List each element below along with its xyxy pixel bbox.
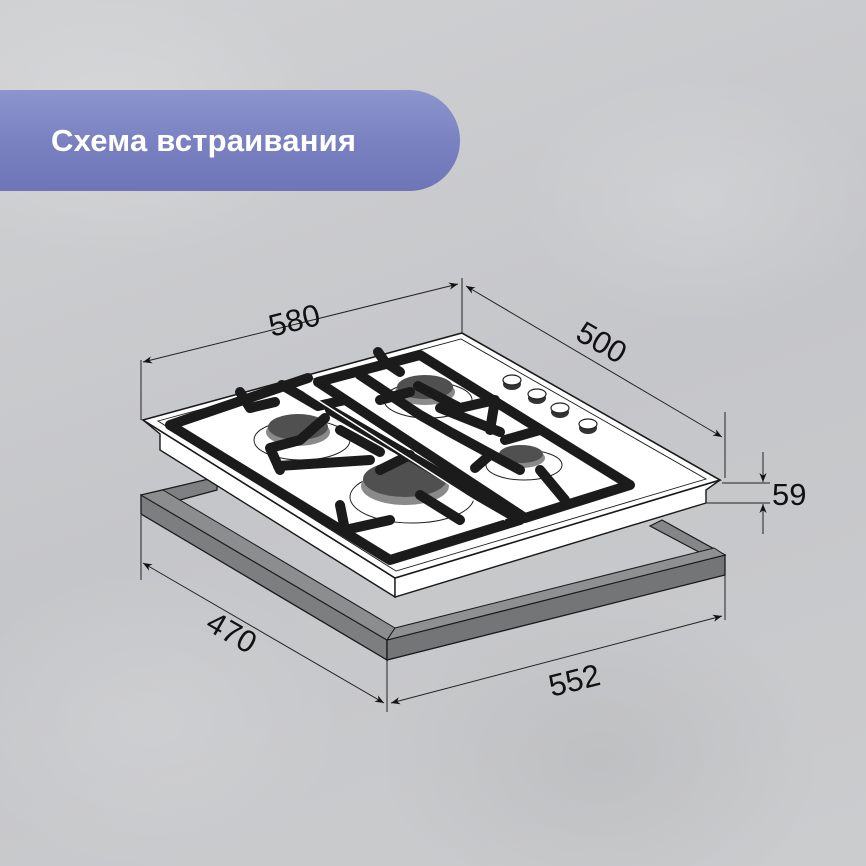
dim-label-hob-height: 59 (772, 477, 806, 512)
page-title: Схема встраивания (51, 122, 357, 158)
dim-label-cutout-depth: 470 (201, 604, 263, 660)
knob-4-icon (578, 418, 598, 434)
dimension-lines (140, 278, 770, 712)
dim-label-hob-depth: 500 (571, 314, 633, 370)
knob-3-icon (550, 402, 570, 418)
dim-label-hob-width: 580 (265, 297, 324, 343)
dim-label-cutout-width: 552 (545, 657, 604, 703)
title-banner: Схема встраивания (0, 90, 460, 191)
pan-support-grates (165, 347, 635, 565)
knob-1-icon (502, 374, 522, 390)
knob-2-icon (527, 388, 547, 404)
gas-hob (141, 332, 723, 599)
